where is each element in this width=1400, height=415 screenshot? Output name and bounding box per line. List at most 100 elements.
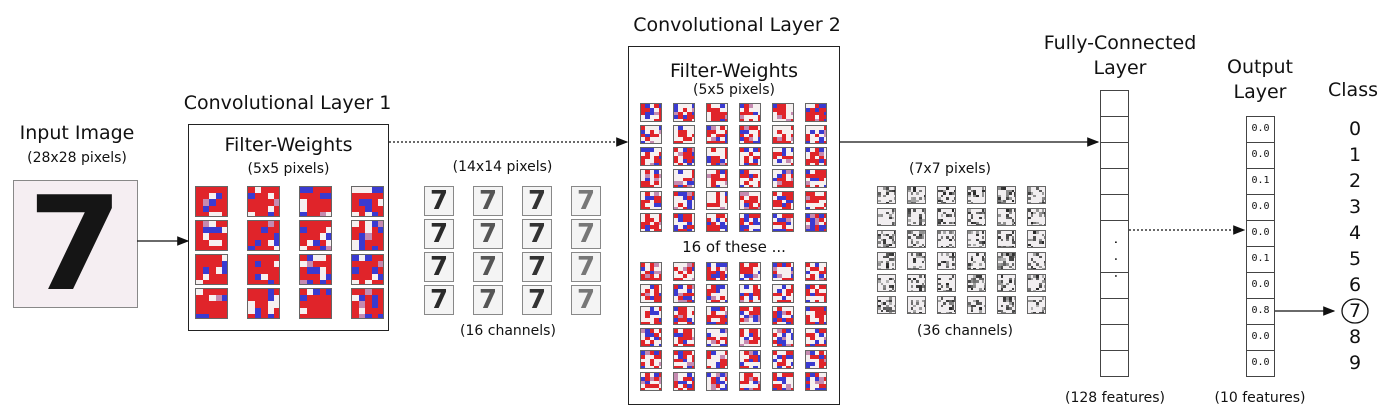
conv1-filter-7 xyxy=(351,220,384,251)
maps2-feature-17 xyxy=(1027,230,1046,248)
fc-title-line1: Fully-Connected xyxy=(1043,32,1197,54)
maps1-feature-12: 7 xyxy=(424,285,454,315)
conv2-filter-b-26 xyxy=(706,350,728,369)
maps2-feature-4 xyxy=(997,186,1016,204)
maps2-feature-5 xyxy=(1027,186,1046,204)
conv2-filter-a-31 xyxy=(673,213,695,232)
maps1-feature-6: 7 xyxy=(522,219,552,249)
maps2-feature-9 xyxy=(967,208,986,226)
class-label-9: 9 xyxy=(1348,352,1362,374)
maps2-feature-20 xyxy=(937,252,956,270)
output-neuron-2: 0.1 xyxy=(1246,168,1275,195)
maps1-feature-9: 7 xyxy=(473,252,503,282)
conv1-filter-11 xyxy=(351,254,384,285)
maps1-feature-8: 7 xyxy=(424,252,454,282)
conv1-filter-9 xyxy=(247,254,280,285)
conv2-filter-a-18 xyxy=(640,169,662,188)
conv2-filter-a-7 xyxy=(673,125,695,144)
conv1-filter-4 xyxy=(195,220,228,251)
class-label-3: 3 xyxy=(1348,196,1362,218)
maps2-feature-33 xyxy=(967,296,986,314)
conv1-filter-6 xyxy=(299,220,332,251)
maps1-size: (14x14 pixels) xyxy=(452,159,553,175)
conv2-filter-b-30 xyxy=(640,372,662,391)
conv2-filter-b-21 xyxy=(739,328,761,347)
conv1-filter-2 xyxy=(299,186,332,217)
maps1-feature-7: 7 xyxy=(571,219,601,249)
conv2-filter-a-28 xyxy=(772,191,794,210)
conv2-filter-a-1 xyxy=(673,103,695,122)
conv2-filter-b-16 xyxy=(772,306,794,325)
maps2-feature-25 xyxy=(907,274,926,292)
conv2-filter-grid-top xyxy=(640,103,830,233)
conv2-filter-b-12 xyxy=(640,306,662,325)
conv2-filter-b-8 xyxy=(706,284,728,303)
maps2-feature-16 xyxy=(997,230,1016,248)
maps2-feature-0 xyxy=(877,186,896,204)
conv2-filter-a-22 xyxy=(772,169,794,188)
output-neuron-6: 0.0 xyxy=(1246,272,1275,299)
conv2-filter-a-26 xyxy=(706,191,728,210)
maps2-feature-23 xyxy=(1027,252,1046,270)
conv2-filter-b-0 xyxy=(640,262,662,281)
conv2-filter-b-28 xyxy=(772,350,794,369)
conv1-filter-title: Filter-Weights xyxy=(224,134,353,156)
maps2-feature-6 xyxy=(877,208,896,226)
conv1-filter-10 xyxy=(299,254,332,285)
conv2-filter-b-2 xyxy=(706,262,728,281)
class-title: Class xyxy=(1328,79,1378,101)
fc-neuron xyxy=(1100,168,1129,195)
fc-neuron-gap xyxy=(1100,220,1129,273)
output-title-line2: Layer xyxy=(1233,81,1287,103)
conv1-filter-grid xyxy=(195,186,385,320)
maps2-feature-24 xyxy=(877,274,896,292)
conv2-filter-a-12 xyxy=(640,147,662,166)
selected-class-circle xyxy=(1341,298,1369,324)
maps2-feature-27 xyxy=(967,274,986,292)
maps2-feature-31 xyxy=(907,296,926,314)
maps1-feature-0: 7 xyxy=(424,186,454,216)
conv2-filter-grid-bottom xyxy=(640,262,830,392)
maps2-feature-14 xyxy=(937,230,956,248)
conv2-filter-a-23 xyxy=(805,169,827,188)
output-neuron-4: 0.0 xyxy=(1246,220,1275,247)
fc-features: (128 features) xyxy=(1065,390,1165,406)
output-neuron-5: 0.1 xyxy=(1246,246,1275,273)
fc-neuron xyxy=(1100,324,1129,351)
class-label-1: 1 xyxy=(1348,144,1362,166)
conv1-filter-13 xyxy=(247,288,280,319)
conv2-filter-a-25 xyxy=(673,191,695,210)
class-label-5: 5 xyxy=(1348,248,1362,270)
output-title-line1: Output xyxy=(1227,56,1293,78)
conv2-title: Convolutional Layer 2 xyxy=(633,14,841,36)
class-label-8: 8 xyxy=(1348,326,1362,348)
maps1-channels: (16 channels) xyxy=(460,323,556,339)
conv2-filter-b-10 xyxy=(772,284,794,303)
conv2-filter-a-34 xyxy=(772,213,794,232)
conv2-filter-b-9 xyxy=(739,284,761,303)
conv2-filter-a-5 xyxy=(805,103,827,122)
conv2-filter-a-30 xyxy=(640,213,662,232)
conv1-filter-8 xyxy=(195,254,228,285)
conv2-filter-a-9 xyxy=(739,125,761,144)
conv2-filter-b-3 xyxy=(739,262,761,281)
conv1-filter-1 xyxy=(247,186,280,217)
conv2-filter-a-11 xyxy=(805,125,827,144)
maps2-size: (7x7 pixels) xyxy=(909,161,991,177)
conv2-repeat-note: 16 of these ... xyxy=(682,238,786,256)
fc-column xyxy=(1100,90,1129,377)
maps1-feature-3: 7 xyxy=(571,186,601,216)
maps2-feature-8 xyxy=(937,208,956,226)
conv2-filter-b-11 xyxy=(805,284,827,303)
conv2-filter-b-20 xyxy=(706,328,728,347)
conv2-filter-a-6 xyxy=(640,125,662,144)
conv1-filter-size: (5x5 pixels) xyxy=(247,161,330,177)
conv2-filter-b-24 xyxy=(640,350,662,369)
conv2-filter-a-35 xyxy=(805,213,827,232)
fc-neuron xyxy=(1100,116,1129,143)
conv1-filter-3 xyxy=(351,186,384,217)
conv2-filter-b-22 xyxy=(772,328,794,347)
conv2-filter-a-29 xyxy=(805,191,827,210)
conv2-filter-b-33 xyxy=(739,372,761,391)
